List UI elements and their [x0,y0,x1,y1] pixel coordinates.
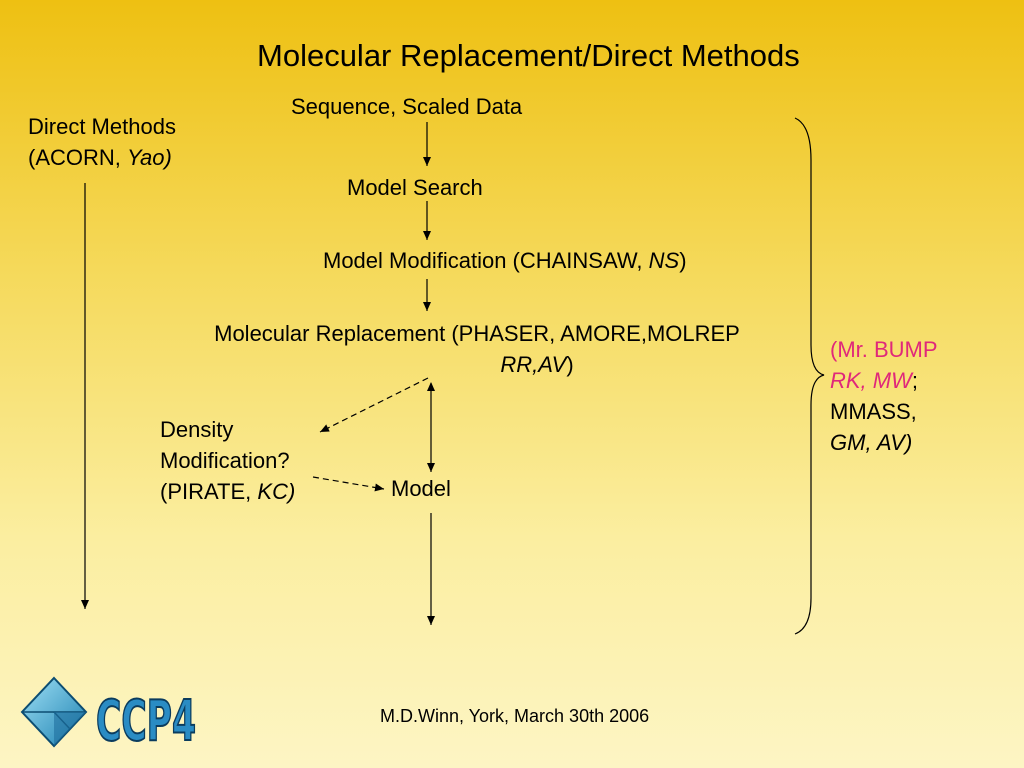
step-sequence: Sequence, Scaled Data [291,94,523,119]
right-brace [794,117,825,635]
footer-credit: M.D.Winn, York, March 30th 2006 [380,706,650,726]
dashed-arrow-density-to-model [312,476,385,492]
direct-methods-label: Direct Methods (ACORN, Yao) [28,114,176,170]
step-model-modification: Model Modification (CHAINSAW, NS) [323,248,687,273]
step-model: Model [391,476,451,501]
side-note: (Mr. BUMP RK, MW; MMASS, GM, AV) [830,337,938,455]
slide-title: Molecular Replacement/Direct Methods [257,38,800,73]
density-modification-label: Density Modification? (PIRATE, KC) [160,417,296,504]
dashed-arrow-to-density [319,377,429,433]
ccp4-logo-text: CCP4 [96,689,196,750]
step-model-search: Model Search [347,175,483,200]
diamond-icon [20,676,88,748]
ccp4-logo: CCP4 [20,676,197,750]
step-molecular-replacement: Molecular Replacement (PHASER, AMORE,MOL… [214,321,740,377]
